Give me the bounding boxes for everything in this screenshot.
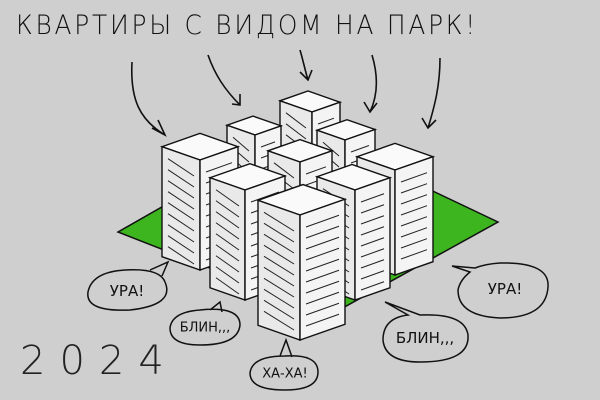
window-hatching [263,211,340,331]
building-left-face [209,176,246,301]
bubble-text-3: ХА-ХА! [262,366,308,382]
arrow-5 [421,57,441,130]
bubble-shape-1 [87,260,170,311]
bubble-text-2: БЛИН,,, [179,320,231,336]
buildings [159,90,436,341]
bubble-text-5: УРА! [487,280,523,298]
window-hatching [167,158,233,265]
year-text: 2024 [20,338,178,384]
building-right-face [354,176,391,301]
bubble-text-1: УРА! [109,282,145,300]
arrow-3 [299,49,313,82]
window-hatching [215,189,280,295]
bubble-shape-4 [382,301,469,363]
bubble-shape-3 [249,337,319,391]
bubble-text-4: БЛИН,,, [395,329,455,347]
headline-text: КВАРТИРЫ С ВИДОМ НА ПАРК! [16,10,479,41]
building-right-face [299,198,346,341]
building-left-face [161,145,201,271]
arrow-2 [207,54,241,106]
arrow-1 [130,61,167,137]
speech-bubbles [87,260,549,391]
arrow-4 [363,54,378,114]
building [255,183,348,341]
bubble-shape-5 [451,262,549,319]
arrows [130,49,441,137]
building-right-face [394,155,434,276]
bubble-shape-2 [169,300,241,346]
